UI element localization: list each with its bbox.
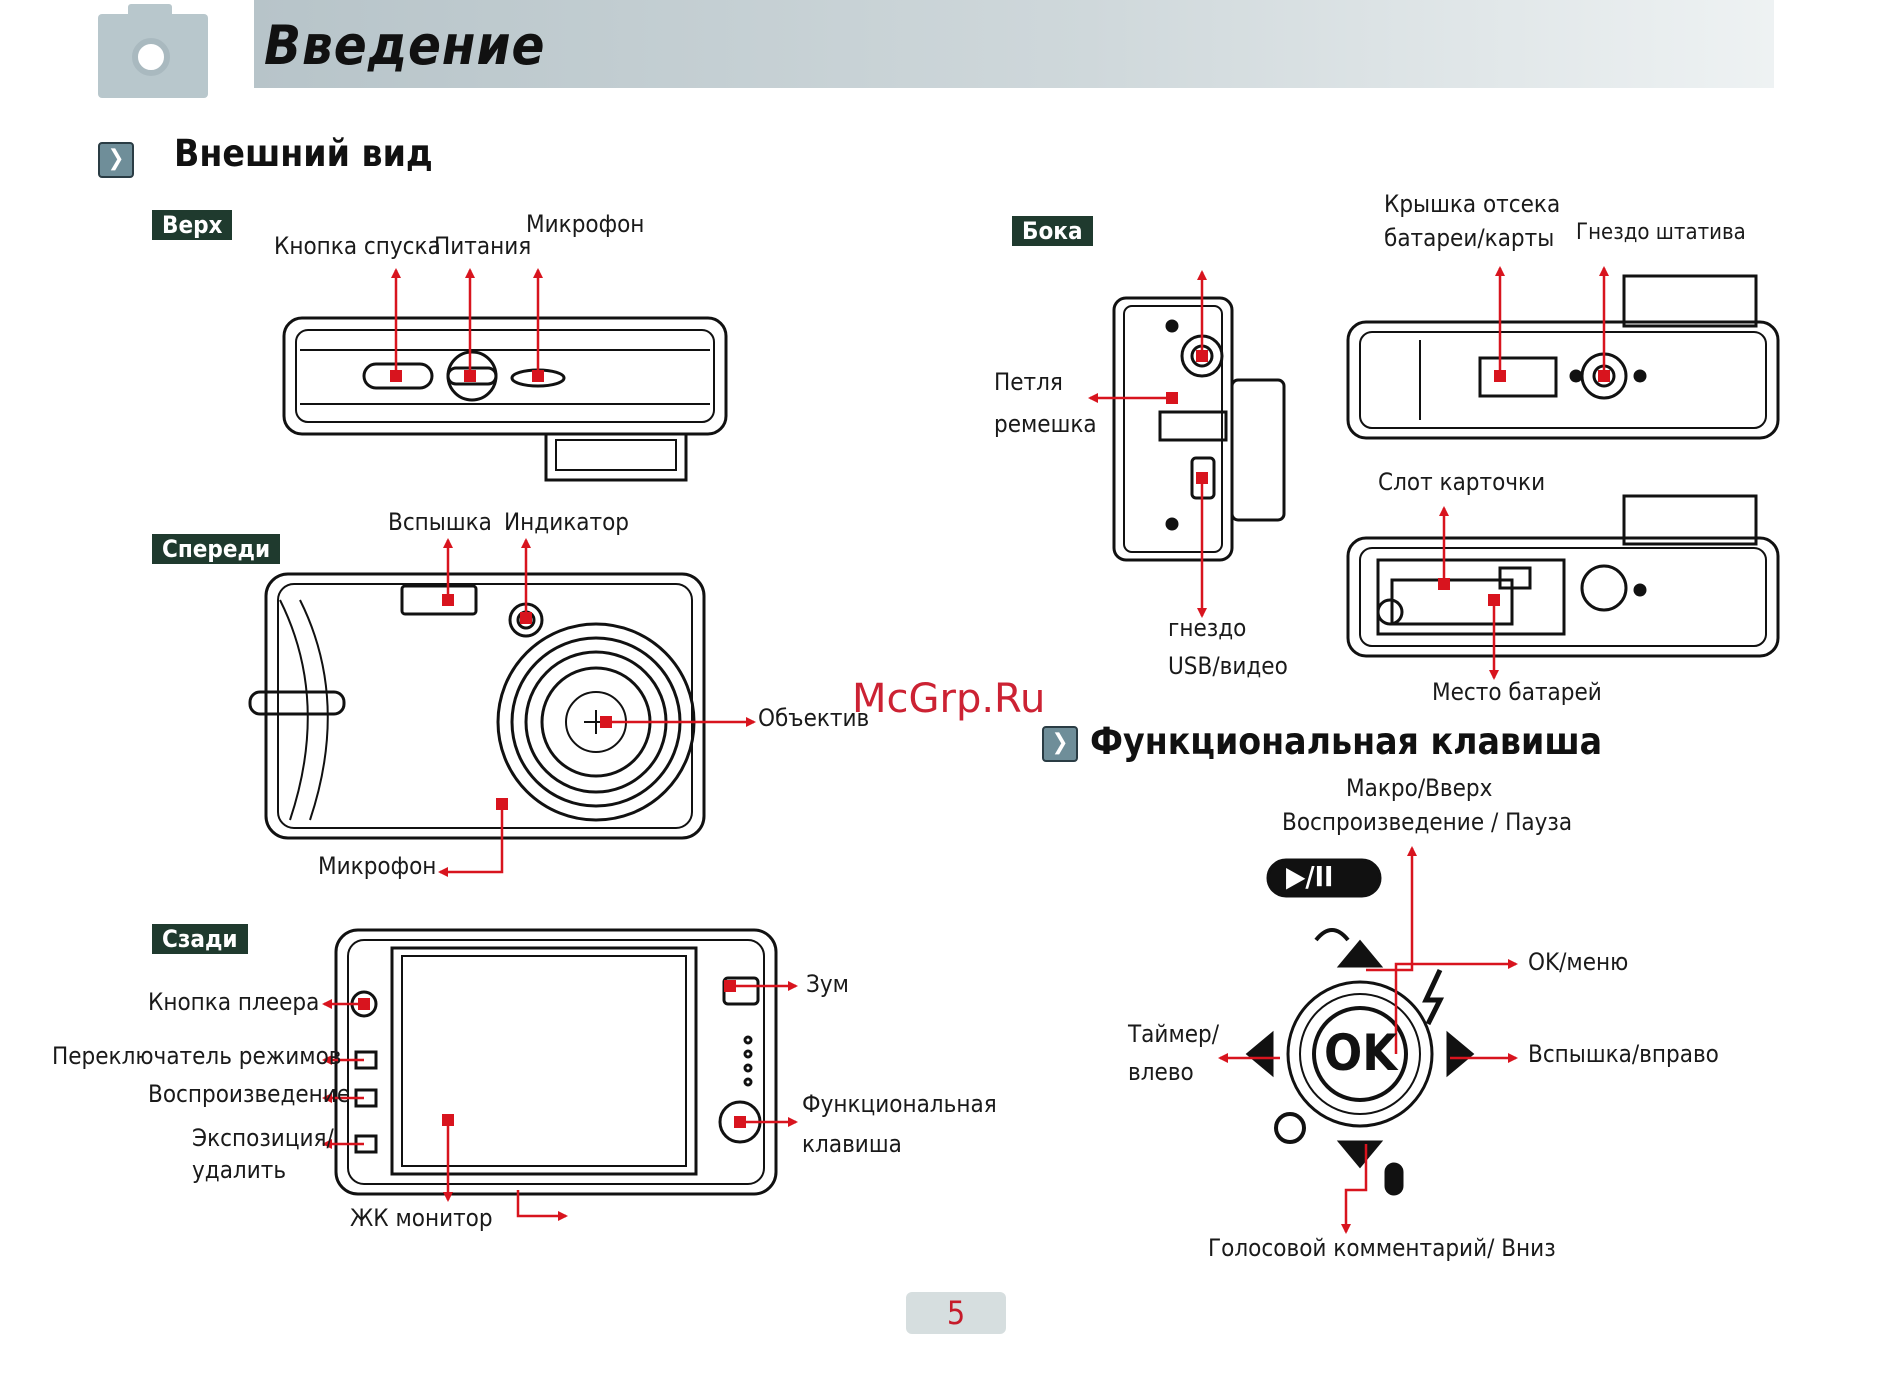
label-cover-2: батареи/карты [1384, 224, 1555, 252]
section-title-function-key: Функциональная клавиша [1090, 720, 1603, 763]
label-lens: Объектив [758, 704, 870, 732]
page-title: Введение [264, 14, 546, 77]
ok-button-label: OK [1324, 1024, 1398, 1082]
label-cover-1: Крышка отсека [1384, 190, 1561, 218]
label-ok-menu: OK/меню [1528, 948, 1629, 976]
label-function-key-1: Функциональная [802, 1090, 997, 1118]
label-timer-1: Таймер/ [1128, 1020, 1220, 1048]
callout-markers [358, 350, 1610, 1128]
label-indicator: Индикатор [504, 508, 629, 536]
label-delete: удалить [192, 1156, 287, 1184]
label-power: Питания [434, 232, 532, 260]
label-playback: Воспроизведение [148, 1080, 351, 1108]
label-flash: Вспышка [388, 508, 492, 536]
section-title-appearance: Внешний вид [174, 132, 433, 175]
tag-side: Бока [1012, 216, 1093, 246]
watermark: McGrp.Ru [852, 676, 1046, 722]
label-battery: Место батарей [1432, 678, 1602, 706]
label-strap-1: Петля [994, 368, 1063, 396]
camera-bottom-view-1 [1346, 274, 1780, 440]
label-shutter: Кнопка спуска [274, 232, 441, 260]
play-pause-icon: ▶/II [1286, 860, 1334, 893]
label-exposure: Экспозиция/ [192, 1124, 334, 1152]
page-number: 5 [906, 1292, 1006, 1334]
label-tripod: Гнездо штатива [1576, 220, 1746, 245]
camera-back-view [334, 928, 778, 1196]
label-usb-1: гнездо [1168, 614, 1247, 642]
chevron-right-icon: ❯ [98, 142, 134, 178]
label-mic-top: Микрофон [526, 210, 645, 238]
label-play-pause: Воспроизведение / Пауза [1282, 808, 1573, 836]
label-voice-down: Голосовой комментарий/ Вниз [1208, 1234, 1556, 1262]
label-card-slot: Слот карточки [1378, 468, 1546, 496]
label-usb-2: USB/видео [1168, 652, 1288, 680]
label-lcd: ЖК монитор [350, 1204, 493, 1232]
chevron-right-icon: ❯ [1042, 726, 1078, 762]
label-macro-up: Макро/Вверх [1346, 774, 1493, 802]
label-zoom: Зум [806, 970, 849, 998]
label-flash-right: Вспышка/вправо [1528, 1040, 1719, 1068]
camera-bottom-view-2 [1346, 494, 1780, 658]
header-band [254, 0, 1774, 88]
label-mode-switch: Переключатель режимов [52, 1042, 342, 1070]
label-strap-2: ремешка [994, 410, 1097, 438]
function-key-dial [1245, 858, 1475, 1196]
camera-icon [98, 4, 208, 98]
label-timer-2: влево [1128, 1058, 1194, 1086]
camera-top-view [282, 316, 728, 482]
callout-arrows [322, 266, 1609, 1234]
label-mic-front: Микрофон [318, 852, 437, 880]
tag-front: Спереди [152, 534, 281, 564]
tag-top: Верх [152, 210, 233, 240]
camera-front-view [248, 572, 706, 840]
label-player-button: Кнопка плеера [148, 988, 320, 1016]
camera-side-view [1112, 296, 1286, 562]
tag-back: Сзади [152, 924, 248, 954]
label-function-key-2: клавиша [802, 1130, 902, 1158]
